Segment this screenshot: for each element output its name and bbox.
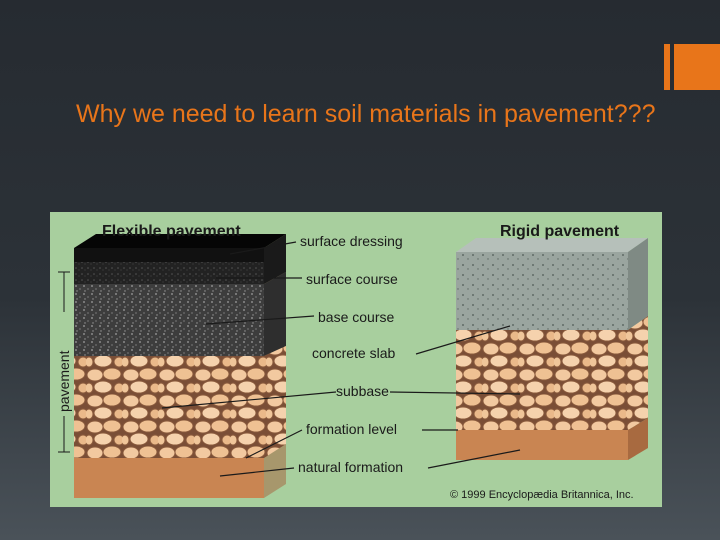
label-base-course: base course [318, 309, 394, 325]
label-formation-level: formation level [306, 421, 397, 437]
flexible-pavement-block [74, 234, 286, 498]
label-natural-formation: natural formation [298, 459, 403, 475]
natural-formation-layer [74, 458, 264, 498]
label-subbase: subbase [336, 383, 389, 399]
rigid-natural-formation-layer [456, 430, 628, 460]
label-concrete-slab: concrete slab [312, 345, 395, 361]
rigid-pavement-block [456, 238, 648, 460]
surface-course-layer [74, 262, 264, 284]
leader-lines [161, 241, 521, 477]
flexible-header: Flexible pavement [102, 223, 241, 240]
slide-title: Why we need to learn soil materials in p… [76, 100, 656, 128]
side-label: pavement [56, 350, 72, 412]
accent-bar [664, 44, 670, 90]
label-surface-dressing: surface dressing [300, 233, 403, 249]
base-course-layer [74, 284, 264, 356]
pavement-bracket: pavement [56, 271, 72, 453]
concrete-slab-layer [456, 252, 628, 330]
surface-dressing-layer [74, 248, 264, 262]
accent-block [674, 44, 720, 90]
rigid-header: Rigid pavement [500, 223, 620, 240]
pavement-illustration: pavement Flexible pavement Rigid pavemen… [56, 223, 648, 501]
label-surface-course: surface course [306, 271, 398, 287]
copyright-credit: © 1999 Encyclopædia Britannica, Inc. [450, 489, 634, 501]
pavement-diagram: pavement Flexible pavement Rigid pavemen… [50, 212, 662, 507]
rigid-subbase-layer [456, 330, 628, 430]
